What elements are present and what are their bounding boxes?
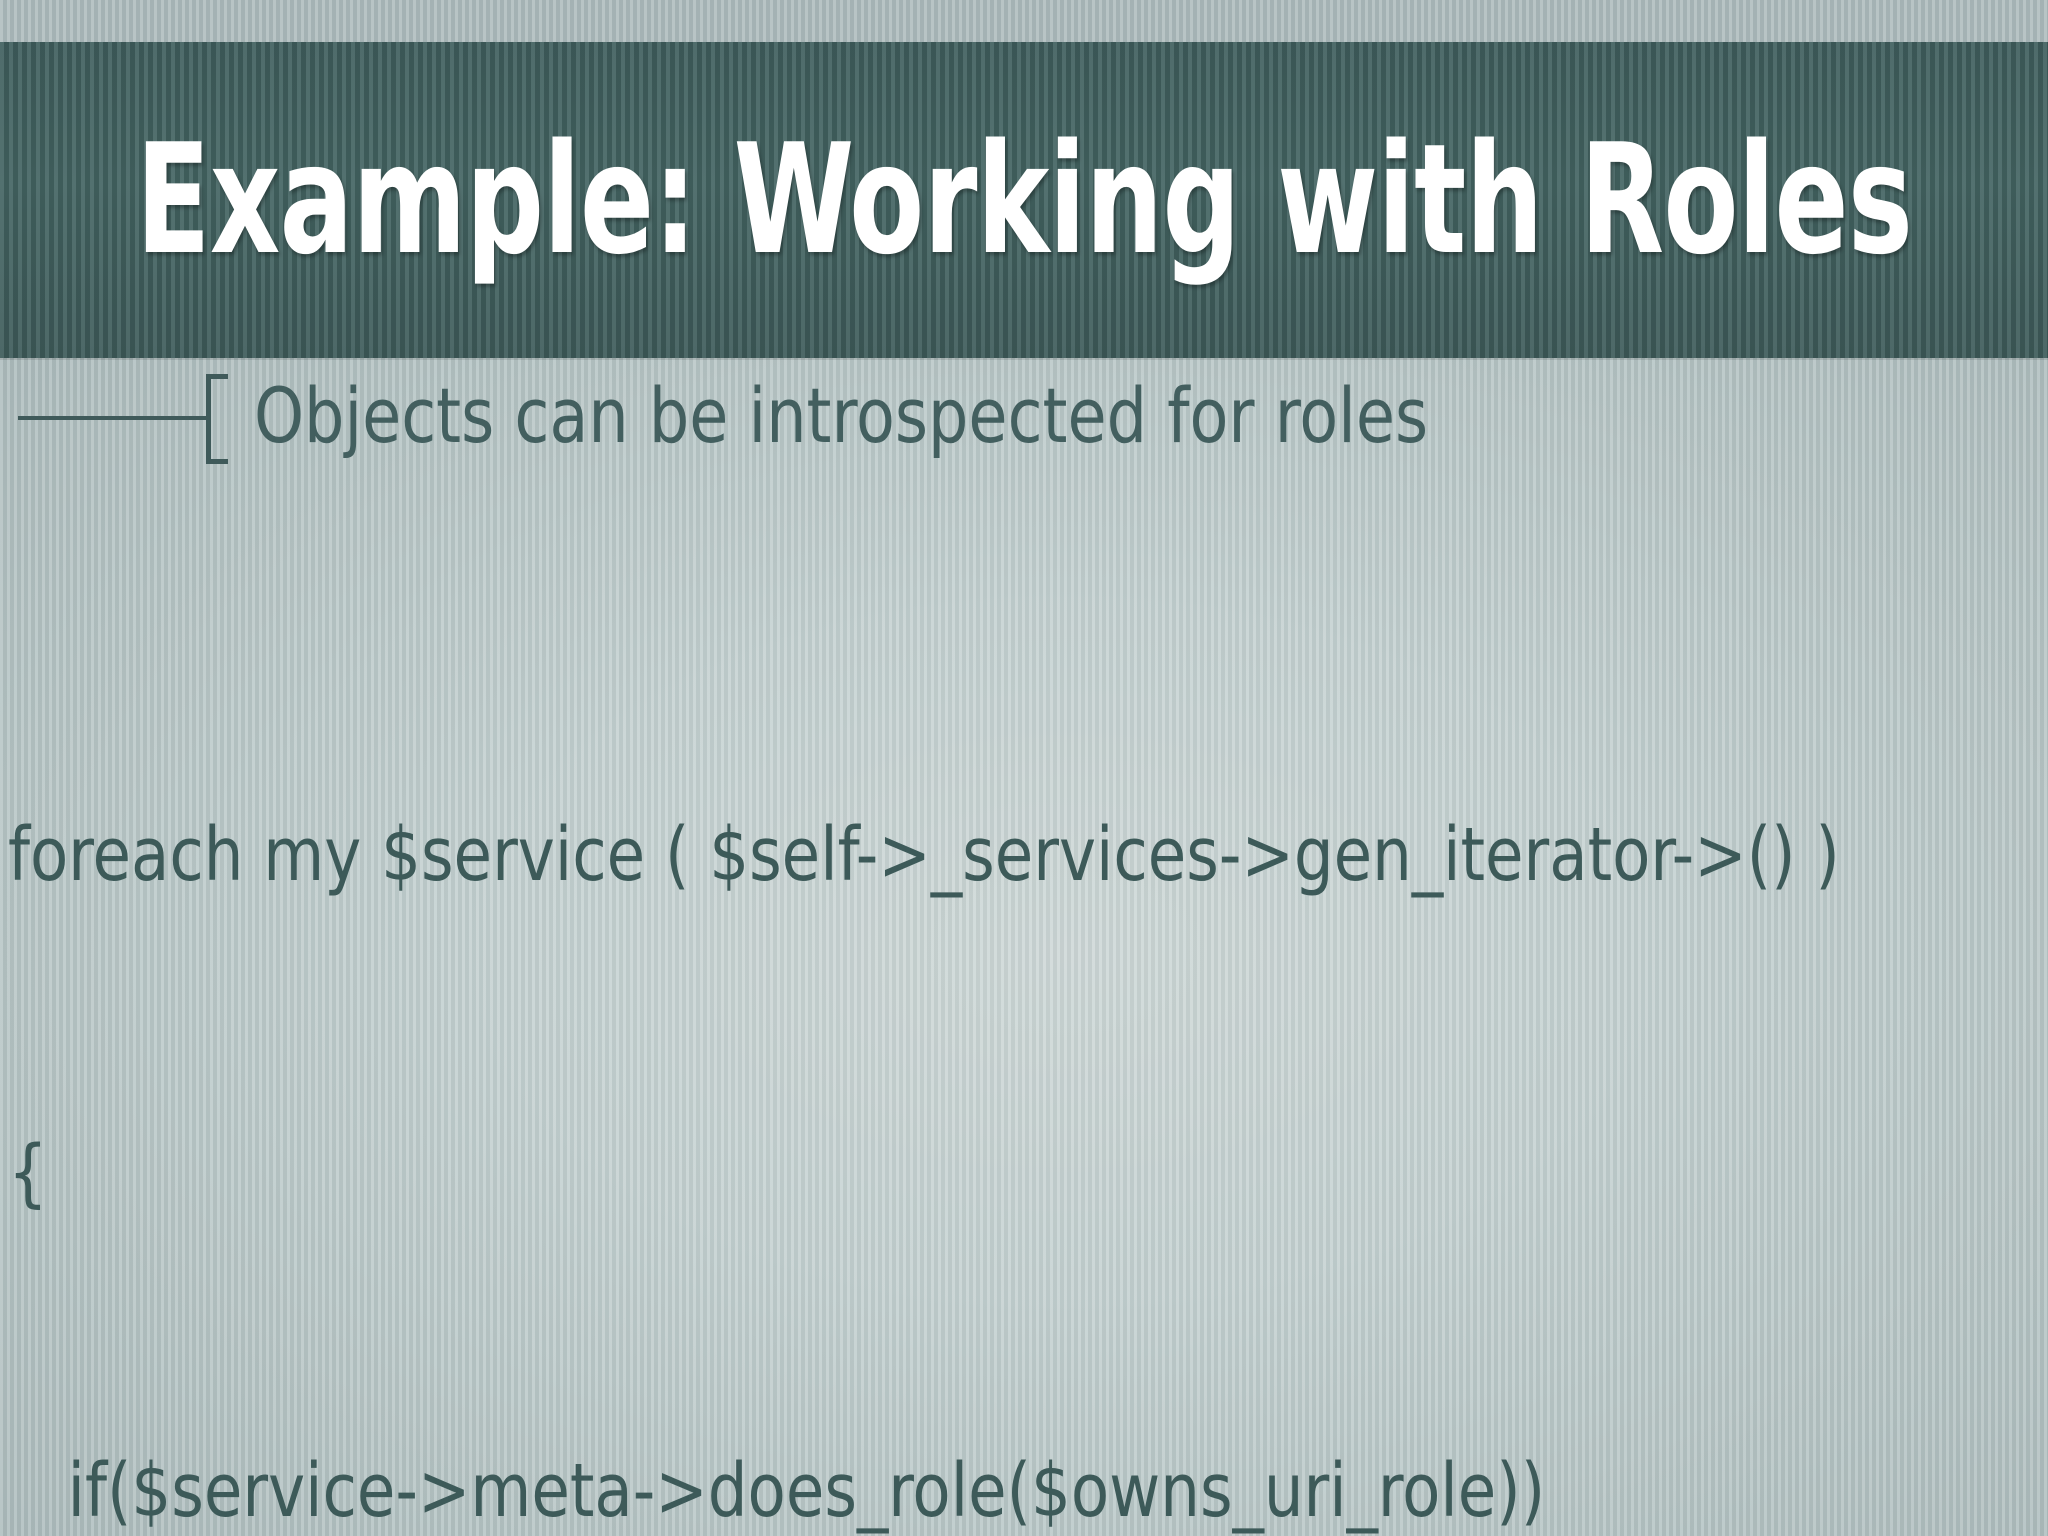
bullet-bracket-bottom-tick bbox=[206, 459, 228, 464]
code-line: foreach my $service ( $self->_services->… bbox=[8, 812, 1840, 898]
line-bracket-bullet-icon bbox=[18, 368, 228, 468]
bullet-horizontal-rule bbox=[18, 416, 210, 420]
bullet-bracket-stem bbox=[206, 374, 211, 464]
bullet-bracket-top-tick bbox=[206, 374, 228, 379]
bullet-row: Objects can be introspected for roles bbox=[0, 368, 2048, 472]
page-title: Example: Working with Roles bbox=[135, 111, 1913, 288]
bullet-text: Objects can be introspected for roles bbox=[254, 371, 1429, 460]
code-line: { bbox=[8, 1130, 48, 1216]
title-band: Example: Working with Roles bbox=[0, 42, 2048, 358]
code-line: if($service->meta->does_role($owns_uri_r… bbox=[8, 1448, 1546, 1534]
code-block: foreach my $service ( $self->_services->… bbox=[8, 590, 2040, 1536]
